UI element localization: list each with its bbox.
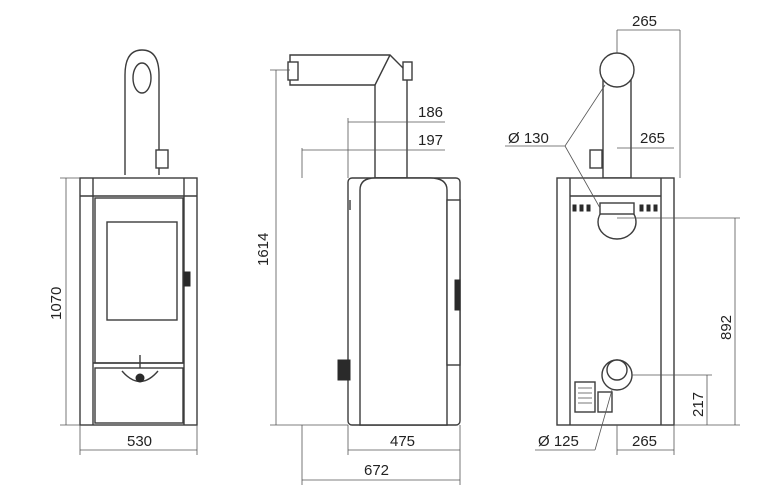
back-rating-plate: [574, 381, 596, 413]
front-width-label: 530: [127, 433, 152, 450]
side-depth-label: 475: [390, 433, 415, 450]
side-front-panel: [359, 177, 448, 426]
side-height-label: 1614: [255, 233, 272, 266]
back-vent-slots: [572, 204, 658, 212]
side-dim-186: 186: [418, 104, 443, 121]
side-view: 1614 186 197 475 672: [255, 54, 461, 485]
front-flue-opening: [132, 62, 152, 94]
front-height-label: 1070: [48, 287, 65, 320]
side-dim-197: 197: [418, 132, 443, 149]
back-height-892: 892: [718, 315, 735, 340]
front-view: 530 1070: [48, 49, 198, 455]
front-door-glass: [106, 221, 178, 321]
back-view: 265 265 Ø 130 892 217 Ø 125 265: [505, 13, 740, 455]
back-flue-offset-top: 265: [632, 13, 657, 30]
front-flue-pipe: [124, 49, 160, 175]
front-flue-bracket: [155, 149, 169, 169]
front-door-handle: [183, 271, 191, 287]
back-flue-pipe: [602, 79, 632, 179]
back-inlet-diameter: Ø 125: [538, 433, 579, 450]
back-inlet-offset: 265: [632, 433, 657, 450]
back-flue-diameter: Ø 130: [508, 130, 549, 147]
back-height-217: 217: [690, 392, 707, 417]
back-flue-offset-mid: 265: [640, 130, 665, 147]
side-flue-pipe: [289, 54, 408, 179]
side-handle: [454, 279, 461, 311]
back-flue-top: [599, 52, 635, 88]
side-total-depth-label: 672: [364, 462, 389, 479]
